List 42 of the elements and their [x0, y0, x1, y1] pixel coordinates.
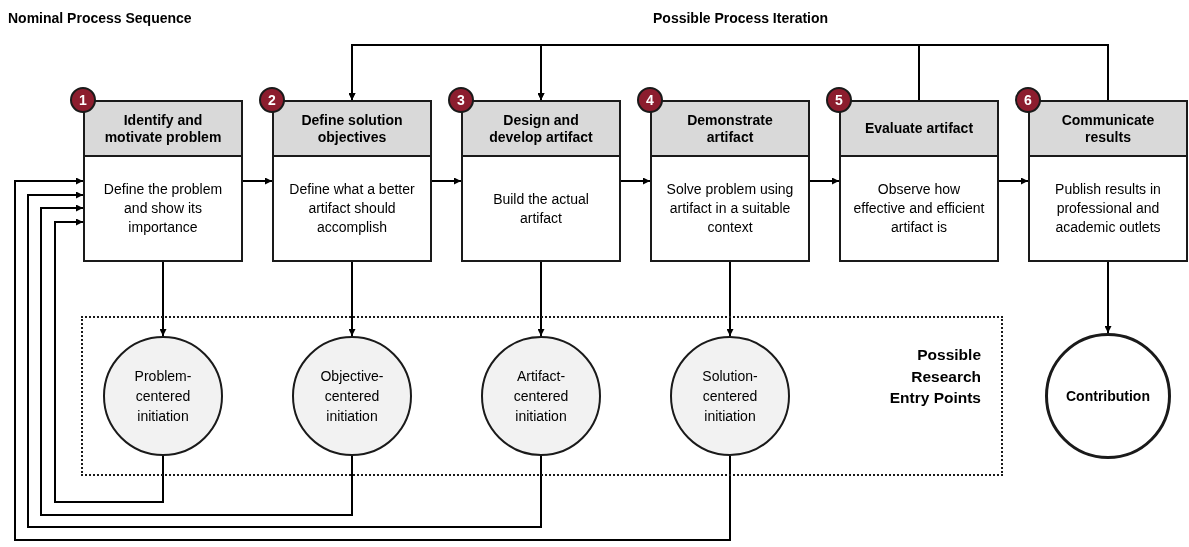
step-heading: Design and develop artifact	[488, 111, 594, 146]
step-number-badge: 3	[448, 87, 474, 113]
arrow	[726, 261, 734, 337]
step-description: Build the actual artifact	[492, 189, 590, 228]
arrow	[809, 177, 840, 185]
step-number-badge: 4	[637, 87, 663, 113]
arrow	[159, 261, 167, 337]
step-number-badge: 1	[70, 87, 96, 113]
entry-points-region	[81, 316, 1003, 476]
step-description: Define the problem and show its importance	[102, 180, 224, 237]
step-description: Observe how effective and efficient artifact is	[852, 180, 986, 237]
circle-label: Contribution	[1065, 386, 1151, 406]
step-number-badge: 5	[826, 87, 852, 113]
arrow	[27, 191, 542, 528]
step-heading: Define solution objectives	[300, 111, 404, 146]
step-heading: Communicate results	[1060, 111, 1156, 146]
arrow	[1104, 261, 1112, 334]
arrow	[537, 44, 1109, 101]
arrow	[620, 177, 651, 185]
arrow	[537, 261, 545, 337]
arrow	[242, 177, 273, 185]
step-description: Define what a better artifact should accomplish	[288, 180, 416, 237]
arrow	[40, 204, 353, 516]
arrow	[348, 261, 356, 337]
circle-label: Objective-centered initiation	[319, 366, 385, 427]
step-description: Solve problem using artifact in a suitable context	[665, 180, 795, 237]
circle-label: Solution-centered initiation	[701, 366, 759, 427]
step-heading: Demonstrate artifact	[686, 111, 774, 146]
arrow	[998, 177, 1029, 185]
circle-label: Artifact-centered initiation	[512, 366, 570, 427]
step-number-badge: 2	[259, 87, 285, 113]
step-description: Publish results in professional and academic outlets	[1054, 180, 1162, 237]
diagram-heading: Possible Process Iteration	[653, 10, 829, 26]
diagram-heading: Nominal Process Sequence	[8, 10, 192, 26]
arrow	[54, 218, 164, 503]
step-number-badge: 6	[1015, 87, 1041, 113]
circle-label: Problem-centered initiation	[133, 366, 193, 427]
arrow	[431, 177, 462, 185]
region-title: Possible Research Entry Points	[888, 345, 981, 409]
arrow	[14, 177, 731, 541]
step-heading: Identify and motivate problem	[103, 111, 223, 146]
step-heading: Evaluate artifact	[863, 120, 975, 137]
